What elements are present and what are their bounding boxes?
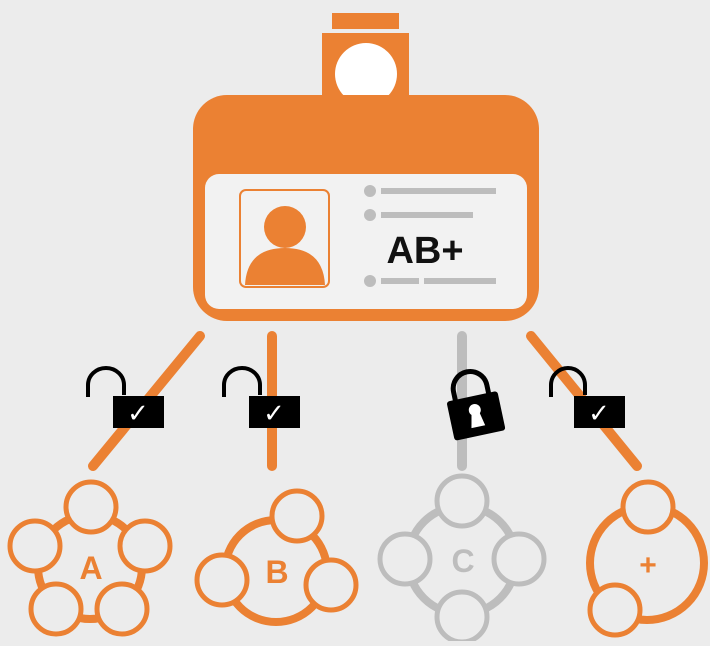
group-plus [586,479,708,638]
group-c-member [377,531,433,587]
group-plus-member [587,582,643,638]
group-a-label: A [79,550,102,586]
group-plus-member [620,479,676,535]
group-c-member [434,473,490,529]
group-a-member [63,479,119,535]
group-c-label: C [451,543,474,579]
id-card: AB+ [193,13,539,321]
group-c-member [491,531,547,587]
group-a [7,479,173,637]
group-b-member [269,488,325,544]
group-a-member [7,518,63,574]
group-b-label: B [265,554,288,590]
group-a-member [117,518,173,574]
closed-padlock-icon [447,369,506,441]
group-a-member [28,581,84,637]
check-badge: ✓ [588,398,610,428]
connectors [88,331,642,471]
open-padlock-check-icon: ✓ [86,366,164,428]
blood-type-label: AB+ [386,230,463,272]
person-avatar-icon [239,189,330,288]
group-b-member [194,552,250,608]
open-padlock-check-icon: ✓ [222,366,300,428]
group-plus-label: + [639,549,657,582]
open-padlock-check-icon: ✓ [549,366,625,428]
group-b-member [303,557,359,613]
group-c-member [434,589,490,645]
check-badge: ✓ [263,398,285,428]
group-b [194,488,359,626]
check-badge: ✓ [127,398,149,428]
info-lines-icon [364,185,496,287]
group-a-member [94,581,150,637]
